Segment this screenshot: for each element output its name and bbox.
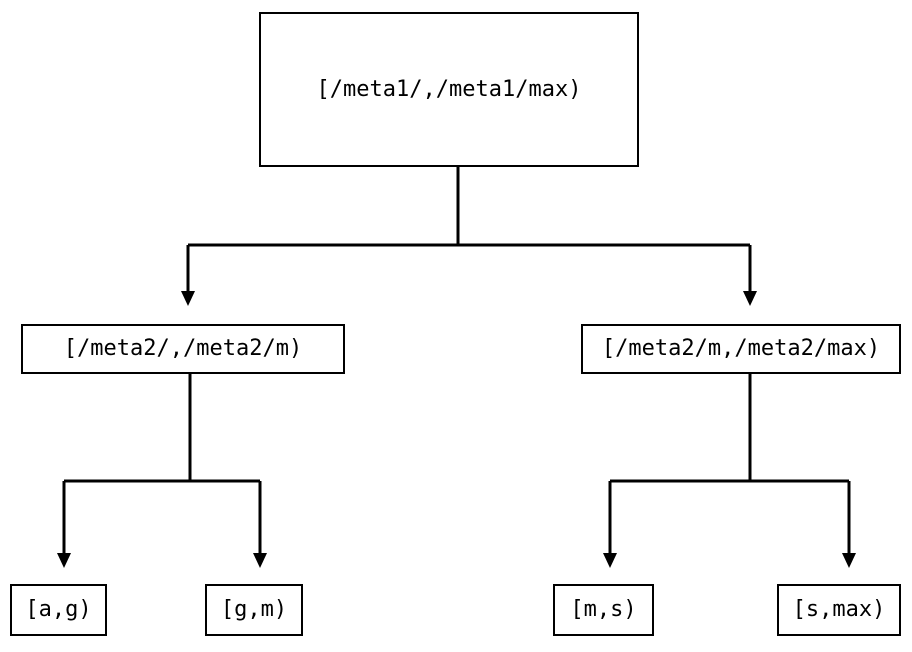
arrowhead-icon-leaf-g-m <box>253 553 267 568</box>
node-leaf-g-m: [g,m) <box>205 584 303 636</box>
node-root: [/meta1/,/meta1/max) <box>259 12 639 167</box>
node-root-label: [/meta1/,/meta1/max) <box>316 76 582 102</box>
node-mid-right: [/meta2/m,/meta2/max) <box>581 324 901 374</box>
arrowhead-icon-leaf-a-g <box>57 553 71 568</box>
arrowhead-icon-mid-right <box>743 291 757 306</box>
node-leaf-m-s: [m,s) <box>553 584 654 636</box>
node-leaf-a-g-label: [a,g) <box>25 597 92 622</box>
node-mid-right-label: [/meta2/m,/meta2/max) <box>601 336 881 361</box>
node-leaf-g-m-label: [g,m) <box>220 597 288 622</box>
node-mid-left-label: [/meta2/,/meta2/m) <box>63 336 303 361</box>
node-leaf-s-max-label: [s,max) <box>792 597 886 622</box>
arrowhead-icon-leaf-s-max <box>842 553 856 568</box>
node-mid-left: [/meta2/,/meta2/m) <box>21 324 345 374</box>
node-leaf-a-g: [a,g) <box>10 584 107 636</box>
arrowhead-icon-leaf-m-s <box>603 553 617 568</box>
arrowhead-icon-mid-left <box>181 291 195 306</box>
node-leaf-s-max: [s,max) <box>777 584 901 636</box>
node-leaf-m-s-label: [m,s) <box>570 597 637 622</box>
